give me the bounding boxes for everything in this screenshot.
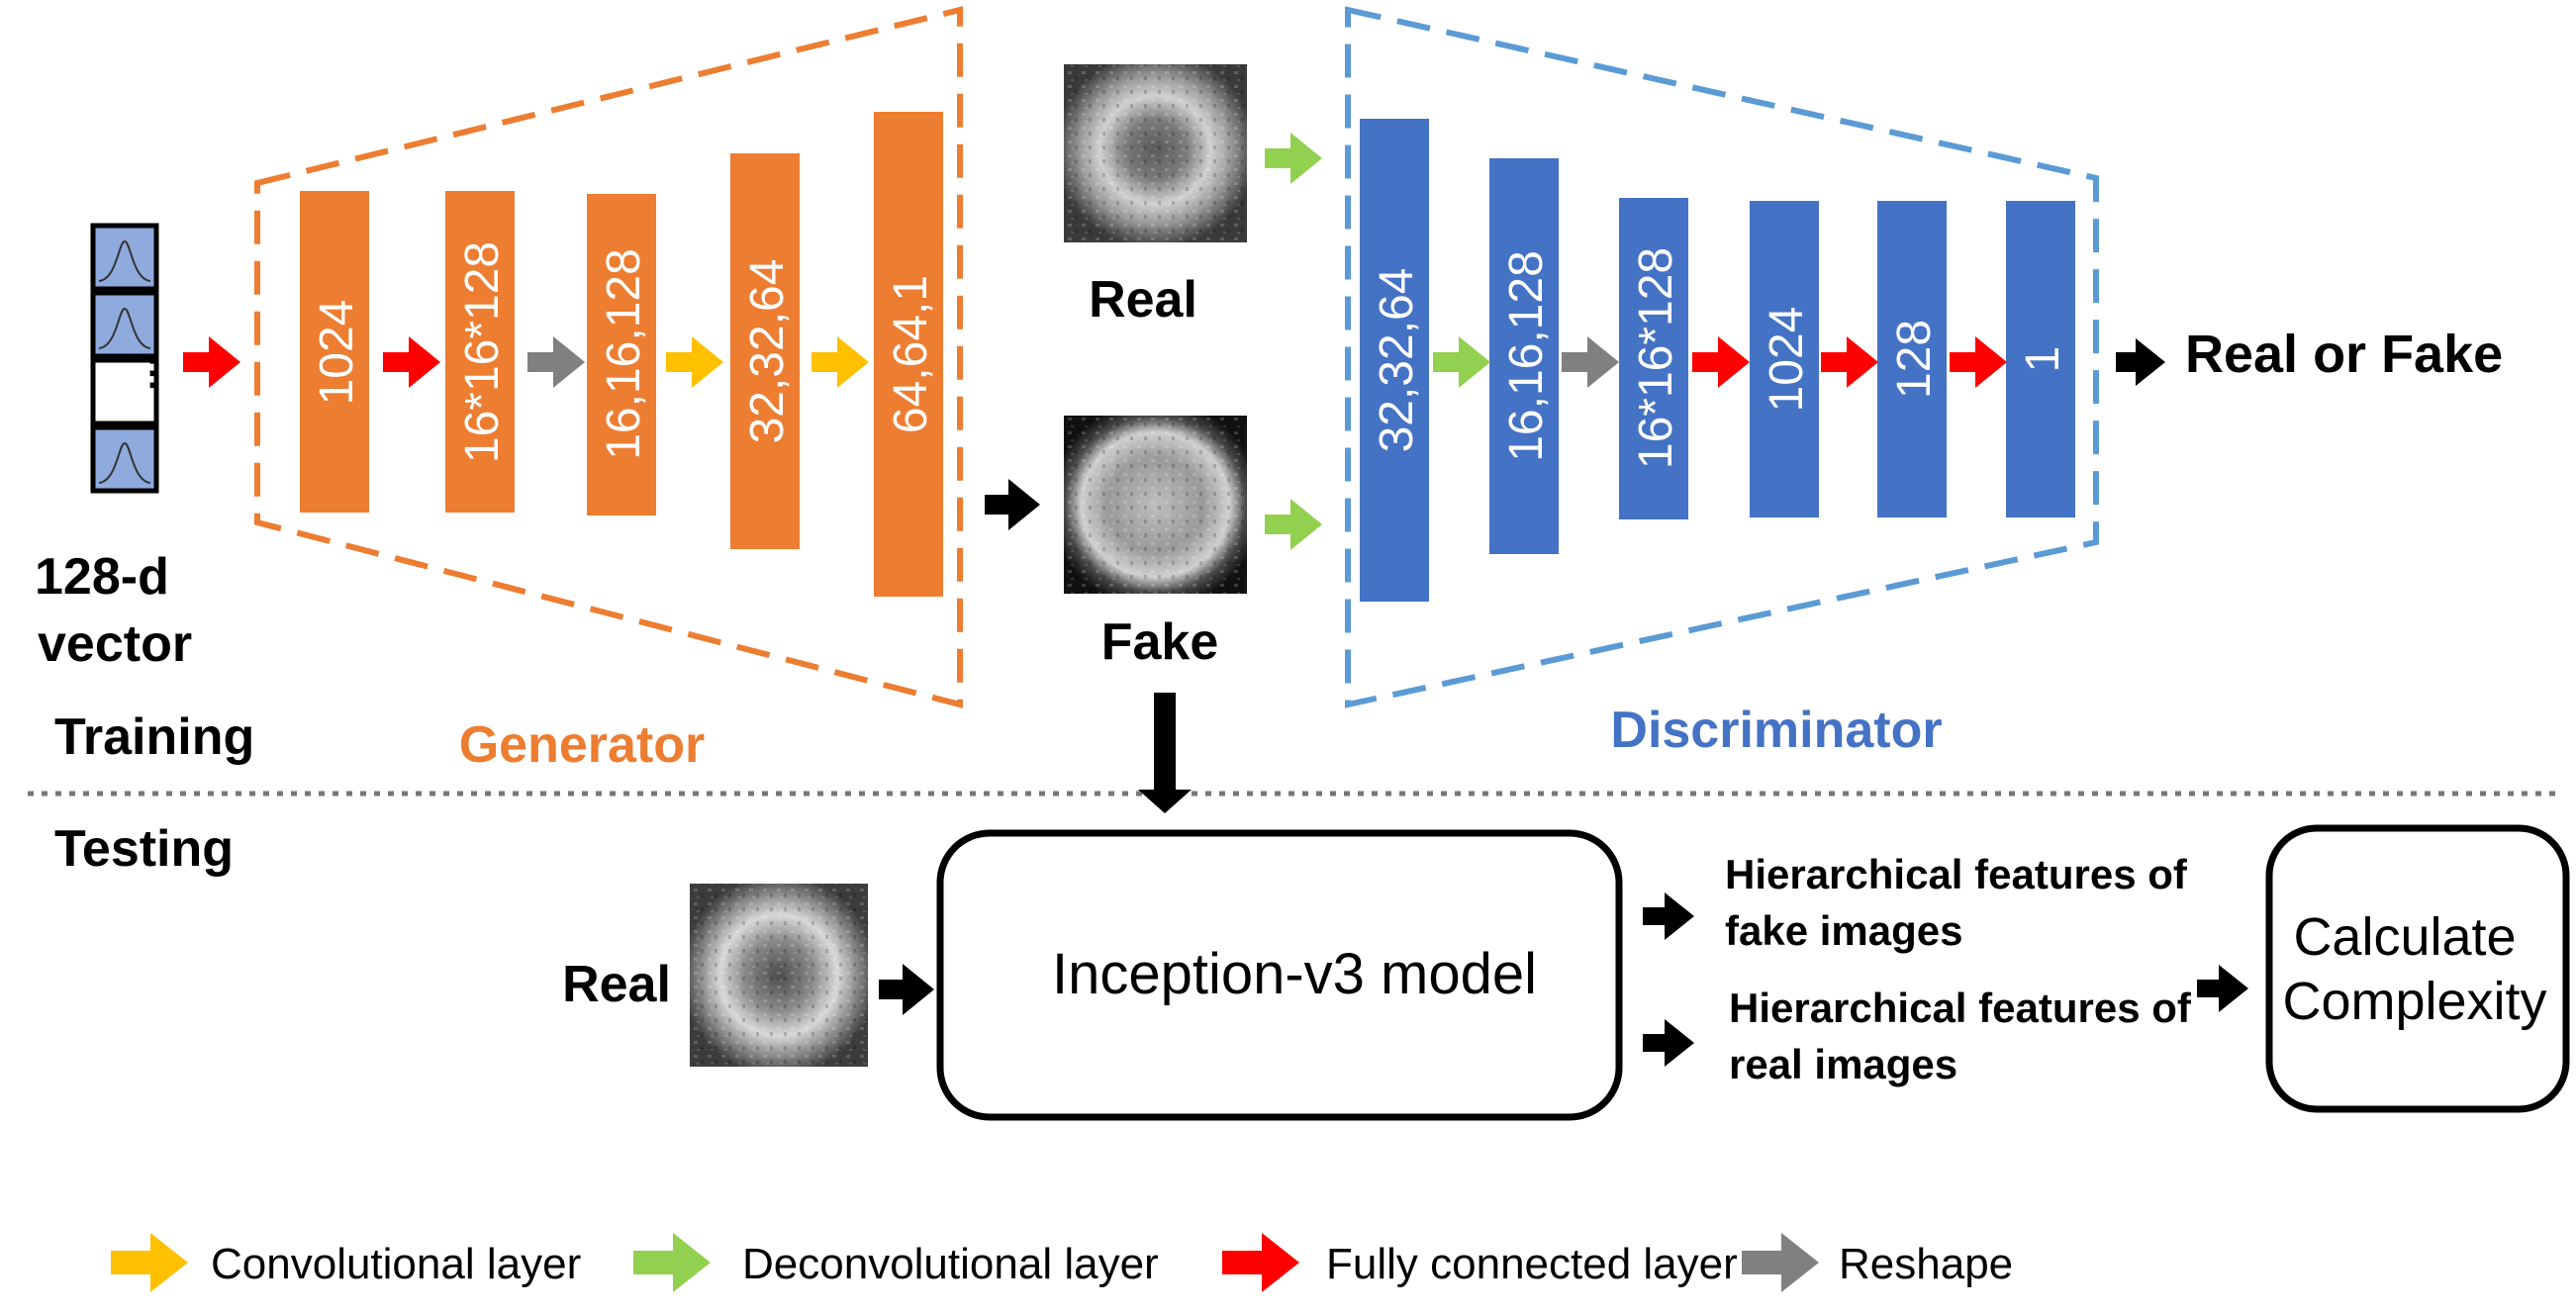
generator-layer-3: [587, 194, 656, 516]
real-to-model-arrow: [879, 964, 934, 1015]
generator-layer-5: [874, 112, 943, 597]
discriminator-layer-5-label: 128: [1888, 320, 1941, 399]
discriminator-label: Discriminator: [1610, 702, 1942, 759]
discriminator-layer-1-label: 32,32,64: [1371, 268, 1423, 453]
generator-layer-1: [300, 191, 369, 513]
calculate-complexity-box: [2265, 824, 2570, 1113]
discriminator-layer-4-label: 1024: [1761, 307, 1813, 413]
legend-deconv-label: Deconvolutional layer: [742, 1240, 1159, 1288]
calculate-complexity-line1: Calculate: [2293, 907, 2516, 967]
reshape-arrow-discriminator: [1562, 336, 1619, 388]
test-real-mri-image: [690, 884, 868, 1067]
real-mri-image: [1064, 64, 1247, 242]
legend-reshape-label: Reshape: [1839, 1240, 2013, 1288]
fake-features-arrow: [1643, 892, 1694, 940]
generator-output-arrow: [985, 479, 1040, 530]
discriminator-layer-1: [1360, 119, 1429, 602]
testing-section-label: Testing: [54, 820, 234, 878]
generator-layer-2: [445, 191, 515, 513]
generator-layer-2-label: 16*16*128: [456, 241, 509, 463]
fake-mri-image: [1064, 416, 1247, 594]
reshape-arrow-generator: [527, 336, 585, 388]
discriminator-layer-3-label: 16*16*128: [1630, 247, 1682, 469]
deconv-arrow-fake: [1265, 499, 1322, 550]
training-section-label: Training: [54, 708, 254, 766]
fake-image-label: Fake: [1101, 613, 1219, 671]
legend-deconv-arrow: [633, 1233, 711, 1292]
inception-model-label: Inception-v3 model: [1052, 942, 1537, 1006]
inception-model-box: [936, 829, 1623, 1121]
generator-layer-3-label: 16,16,128: [598, 248, 650, 460]
legend-fc-arrow: [1222, 1233, 1299, 1292]
generator-outline: [254, 6, 963, 708]
features-to-complexity-arrow: [2197, 965, 2248, 1012]
fake-features-label-line2: fake images: [1725, 907, 1962, 954]
discriminator-layer-5: [1877, 201, 1947, 517]
discriminator-output-label: Real or Fake: [2185, 325, 2503, 384]
calculate-complexity-line2: Complexity: [2282, 972, 2546, 1031]
discriminator-layer-2-label: 16,16,128: [1500, 250, 1553, 462]
deconv-arrow-real: [1265, 133, 1322, 184]
generator-layer-1-label: 1024: [311, 300, 363, 406]
discriminator-layer-2: [1489, 158, 1559, 554]
legend-fc-label: Fully connected layer: [1326, 1240, 1738, 1288]
generator-layer-5-label: 64,64,1: [885, 275, 937, 433]
fc-arrow-discriminator-2: [1821, 336, 1878, 388]
fc-arrow-input: [183, 336, 240, 388]
real-features-arrow: [1643, 1019, 1694, 1067]
input-vector-label-line2: vector: [38, 615, 192, 673]
test-real-image-label: Real: [562, 956, 671, 1013]
discriminator-layer-4: [1750, 201, 1819, 517]
input-vector-ellipsis: ⋮: [135, 351, 170, 392]
real-features-label-line1: Hierarchical features of: [1729, 985, 2192, 1031]
legend-reshape-arrow: [1742, 1233, 1819, 1292]
discriminator-layer-6-label: 1: [2017, 346, 2069, 373]
generator-label: Generator: [459, 716, 706, 774]
fake-features-label-line1: Hierarchical features of: [1725, 851, 2188, 897]
discriminator-output-arrow: [2116, 338, 2165, 386]
legend-conv-arrow: [111, 1233, 188, 1292]
deconv-arrow-discriminator: [1433, 336, 1490, 388]
discriminator-outline: [1345, 6, 2099, 708]
input-vector: [90, 223, 159, 494]
fc-arrow-generator: [383, 336, 440, 388]
generator-layer-4: [730, 153, 800, 549]
discriminator-layer-3: [1619, 198, 1688, 519]
fc-arrow-discriminator-1: [1692, 336, 1750, 388]
conv-arrow-generator-1: [666, 336, 723, 388]
discriminator-layer-6: [2006, 201, 2075, 517]
conv-arrow-generator-2: [811, 336, 869, 388]
input-vector-label-line1: 128-d: [35, 548, 169, 606]
legend-conv-label: Convolutional layer: [211, 1240, 581, 1288]
fc-arrow-discriminator-3: [1950, 336, 2007, 388]
generator-layer-4-label: 32,32,64: [741, 259, 794, 444]
fake-to-model-arrow: [1138, 693, 1192, 813]
real-features-label-line2: real images: [1729, 1041, 1957, 1087]
real-image-label: Real: [1089, 271, 1197, 329]
